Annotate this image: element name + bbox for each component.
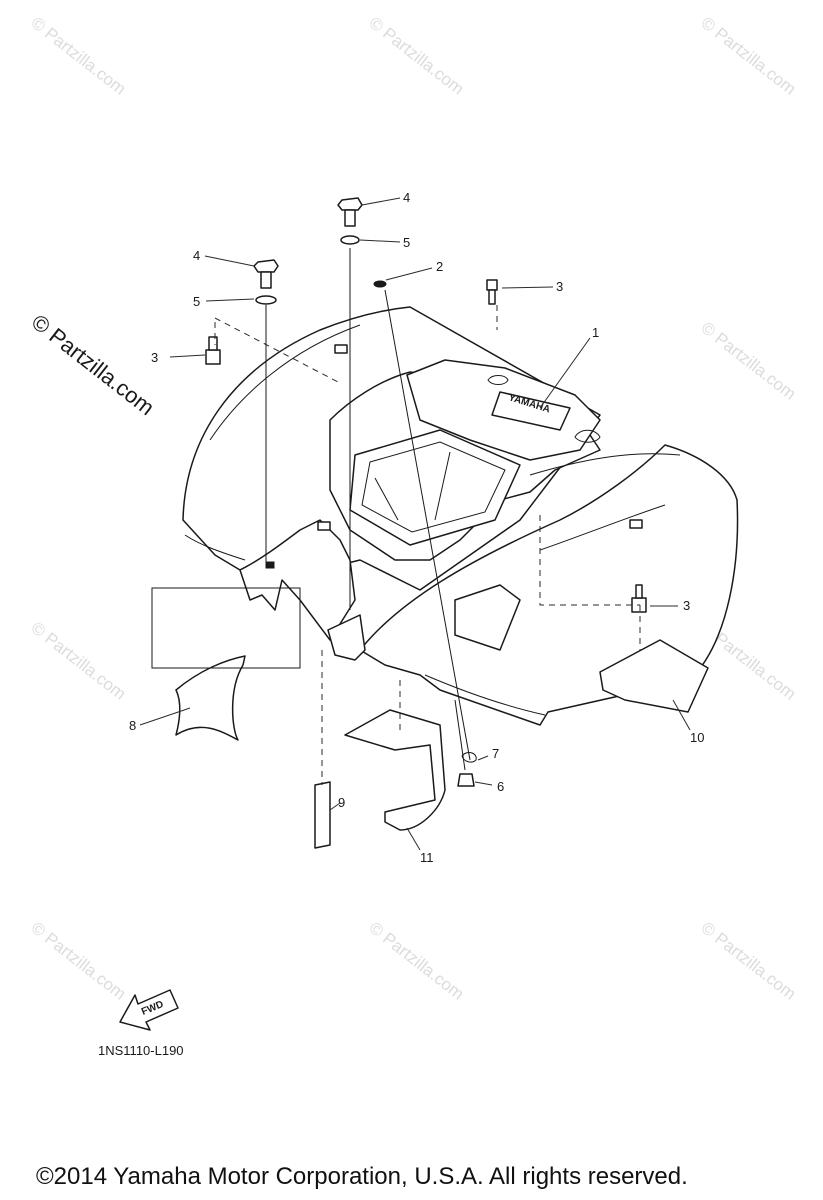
bolt-icon: [337, 197, 363, 227]
callout-1: 1: [592, 325, 599, 340]
callout-3: 3: [683, 598, 690, 613]
callout-11: 11: [420, 850, 434, 865]
watermark: © Partzilla.com: [698, 318, 800, 404]
callout-5: 5: [403, 235, 410, 250]
mud-flap-left: [175, 655, 246, 741]
screw-icon: [486, 279, 498, 305]
bolt-icon: [253, 259, 279, 289]
mud-flap-right: [599, 639, 709, 713]
callout-4: 4: [403, 190, 410, 205]
rear-fender: YAMAHA: [182, 306, 739, 726]
callout-4: 4: [193, 248, 200, 263]
assembly-lines: [265, 248, 471, 771]
callout-7: 7: [492, 746, 499, 761]
screw-icon: [205, 336, 221, 365]
diagram-code: 1NS1110-L190: [98, 1043, 184, 1058]
callout-leaders: [139, 197, 691, 851]
decal-strip: [314, 781, 331, 849]
watermark: © Partzilla.com: [28, 13, 130, 99]
watermark: © Partzilla.com: [28, 918, 130, 1004]
callout-3: 3: [556, 279, 563, 294]
dashed-guides: [151, 305, 641, 785]
callout-6: 6: [497, 779, 504, 794]
watermark: © Partzilla.com: [366, 13, 468, 99]
fwd-arrow-icon: FWD: [119, 989, 179, 1031]
callout-9: 9: [338, 795, 345, 810]
callout-numbers: 4 5 2 3 1 4 5 3 3 7 6 8 9 10 11: [129, 190, 704, 865]
watermark: © Partzilla.com: [366, 918, 468, 1004]
fasteners: [205, 197, 647, 787]
clip-icon: [457, 773, 475, 787]
nut-icon: [461, 752, 477, 763]
washer-icon: [255, 295, 277, 305]
watermark: © Partzilla.com: [698, 918, 800, 1004]
washer-icon: [340, 235, 360, 245]
callout-10: 10: [690, 730, 704, 745]
watermark-side: © Partzilla.com: [27, 309, 159, 420]
callout-3: 3: [151, 350, 158, 365]
watermark: © Partzilla.com: [28, 618, 130, 704]
watermark: © Partzilla.com: [698, 13, 800, 99]
lower-guard: [344, 709, 446, 831]
callout-5: 5: [193, 294, 200, 309]
callout-8: 8: [129, 718, 136, 733]
callout-2: 2: [436, 259, 443, 274]
copyright-notice: ©2014 Yamaha Motor Corporation, U.S.A. A…: [36, 1163, 688, 1190]
cap-icon: [373, 280, 387, 288]
